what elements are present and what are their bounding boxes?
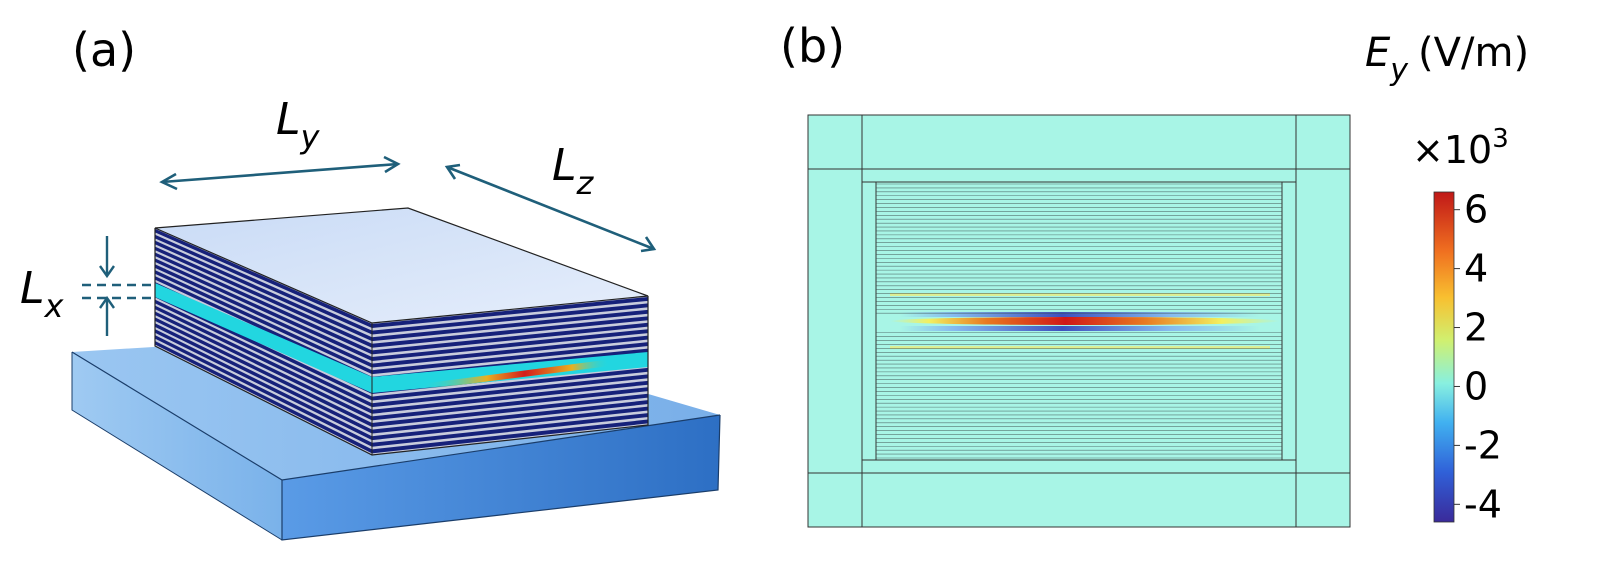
multilayer-stack bbox=[154, 207, 649, 456]
stack-layer-front bbox=[372, 400, 648, 434]
dimension-ly-arrow bbox=[159, 155, 401, 191]
colorbar: Ey(V/m) ×103 6 4 2 0 -2 -4 bbox=[1365, 30, 1529, 526]
active-layer-left bbox=[155, 283, 372, 393]
field-hotspot-a bbox=[420, 360, 610, 390]
panel-a-label: (a) bbox=[72, 23, 136, 77]
stack-layer-front bbox=[372, 367, 648, 401]
dimension-lz-label: Lz bbox=[552, 140, 595, 202]
colorbar-gradient bbox=[1433, 191, 1455, 523]
field-map bbox=[807, 114, 1351, 528]
stack-layer-front bbox=[372, 387, 648, 421]
colorbar-tick-label: -2 bbox=[1464, 423, 1502, 467]
colorbar-ticks: 6 4 2 0 -2 -4 bbox=[1454, 188, 1502, 526]
stack-layer-left bbox=[155, 340, 372, 454]
dimension-lz-arrow bbox=[444, 163, 657, 253]
stack-layer-left bbox=[155, 317, 372, 427]
dimension-lx-label: Lx bbox=[20, 263, 65, 325]
stack-layer-left bbox=[155, 258, 372, 361]
colorbar-multiplier: ×103 bbox=[1412, 124, 1509, 172]
stack-layer-left bbox=[155, 305, 372, 414]
stack-layer-front bbox=[372, 406, 648, 441]
stack-layer-front bbox=[372, 316, 648, 348]
stack-layer-left bbox=[155, 246, 372, 348]
colorbar-tick-label: 0 bbox=[1464, 364, 1488, 408]
field-band-lower-yellow bbox=[890, 346, 1270, 349]
stack-layer-left bbox=[155, 264, 372, 368]
stack-layer-front bbox=[372, 393, 648, 427]
colorbar-tick-label: 2 bbox=[1464, 306, 1488, 350]
panel-b-label: (b) bbox=[780, 19, 845, 73]
stack-layer-front bbox=[372, 329, 648, 361]
stack-layer-front bbox=[372, 374, 648, 408]
colorbar-title: Ey(V/m) bbox=[1365, 30, 1529, 88]
stack-layer-left bbox=[155, 252, 372, 355]
field-band-lower-blue bbox=[900, 326, 1260, 331]
field-band-upper-blue bbox=[900, 312, 1260, 317]
stack-layer-left bbox=[155, 228, 372, 328]
stack-layer-front bbox=[372, 322, 648, 355]
stack-layer-left bbox=[155, 329, 372, 441]
field-band-upper-yellow bbox=[890, 293, 1270, 296]
stack-layer-left bbox=[155, 240, 372, 342]
stack-layer-front bbox=[372, 296, 648, 328]
stack-layer-front bbox=[372, 309, 648, 342]
stack-layer-front bbox=[372, 335, 648, 368]
stack-layer-left bbox=[155, 311, 372, 421]
stack-layer-front bbox=[372, 419, 648, 454]
dimension-lx-marker bbox=[82, 236, 152, 336]
colorbar-tick-label: -4 bbox=[1464, 482, 1502, 526]
stack-layer-front bbox=[372, 342, 648, 375]
stack-layer-left bbox=[155, 234, 372, 335]
stack-layer-left bbox=[155, 335, 372, 447]
stack-layer-front bbox=[372, 413, 648, 447]
field-hotspot-b bbox=[890, 317, 1280, 325]
stack-layer-front bbox=[372, 380, 648, 414]
colorbar-tick-label: 6 bbox=[1464, 188, 1488, 232]
stack-layer-front bbox=[372, 303, 648, 335]
dimension-ly-label: Ly bbox=[276, 94, 321, 156]
stack-layer-left bbox=[155, 270, 372, 375]
stack-layer-left bbox=[155, 299, 372, 408]
colorbar-tick-label: 4 bbox=[1464, 247, 1488, 291]
field-map-layer-lines bbox=[876, 183, 1282, 459]
stack-layer-left bbox=[155, 323, 372, 434]
